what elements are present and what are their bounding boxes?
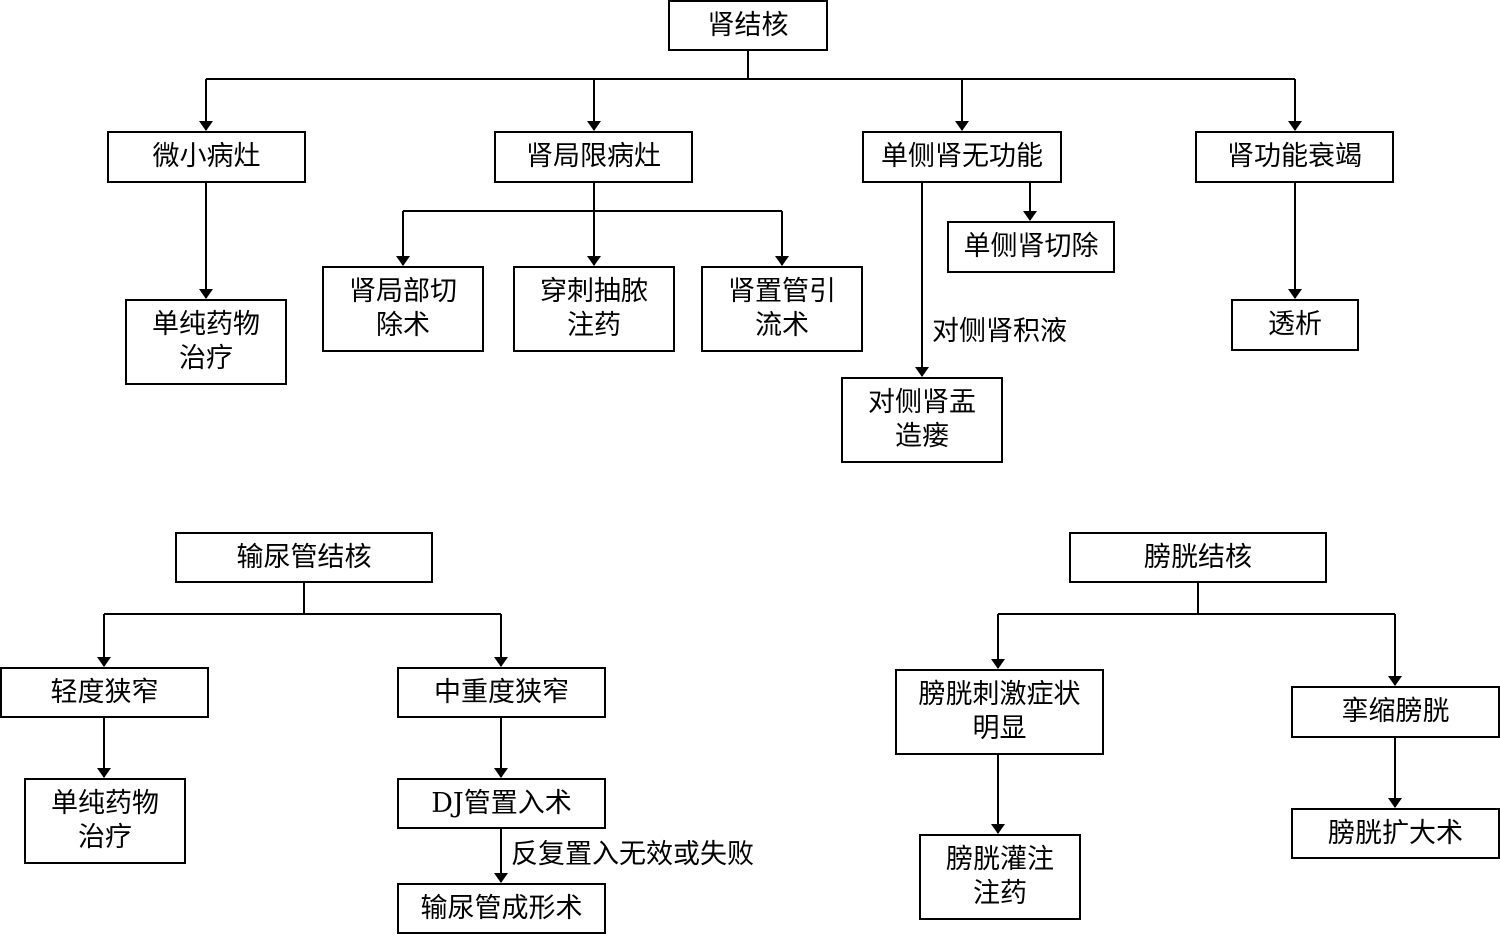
node-kidney-tb: 肾结核 bbox=[668, 0, 828, 51]
node-unilateral-nephrectomy: 单侧肾切除 bbox=[947, 221, 1115, 273]
node-catheter-drainage: 肾置管引 流术 bbox=[701, 266, 863, 352]
node-partial-nephrectomy: 肾局部切 除术 bbox=[322, 266, 484, 352]
label-contralateral-hydronephrosis: 对侧肾积液 bbox=[932, 316, 1067, 347]
node-bladder-augmentation: 膀胱扩大术 bbox=[1291, 808, 1500, 859]
node-bladder-instillation: 膀胱灌注 注药 bbox=[919, 834, 1081, 920]
node-ureter-drug-therapy: 单纯药物 治疗 bbox=[24, 778, 186, 864]
node-contralateral-pyelostomy: 对侧肾盂 造瘘 bbox=[841, 377, 1003, 463]
node-unilateral-nonfunction: 单侧肾无功能 bbox=[862, 131, 1062, 183]
node-dialysis: 透析 bbox=[1231, 299, 1359, 351]
node-dj-stent: DJ管置入术 bbox=[397, 778, 606, 829]
node-localized-lesion: 肾局限病灶 bbox=[494, 131, 693, 183]
node-contracted-bladder: 挛缩膀胱 bbox=[1291, 686, 1500, 738]
node-bladder-irritation: 膀胱刺激症状 明显 bbox=[895, 669, 1104, 755]
label-repeated-failure: 反复置入无效或失败 bbox=[511, 839, 754, 870]
node-ureter-tb: 输尿管结核 bbox=[175, 532, 433, 583]
node-bladder-tb: 膀胱结核 bbox=[1069, 532, 1327, 583]
node-ureteroplasty: 输尿管成形术 bbox=[397, 883, 606, 934]
node-kidney-drug-therapy: 单纯药物 治疗 bbox=[125, 299, 287, 385]
node-micro-lesion: 微小病灶 bbox=[107, 131, 306, 183]
node-mild-stricture: 轻度狭窄 bbox=[0, 667, 209, 718]
node-puncture-drainage: 穿刺抽脓 注药 bbox=[513, 266, 675, 352]
node-renal-failure: 肾功能衰竭 bbox=[1195, 131, 1394, 183]
node-severe-stricture: 中重度狭窄 bbox=[397, 667, 606, 718]
